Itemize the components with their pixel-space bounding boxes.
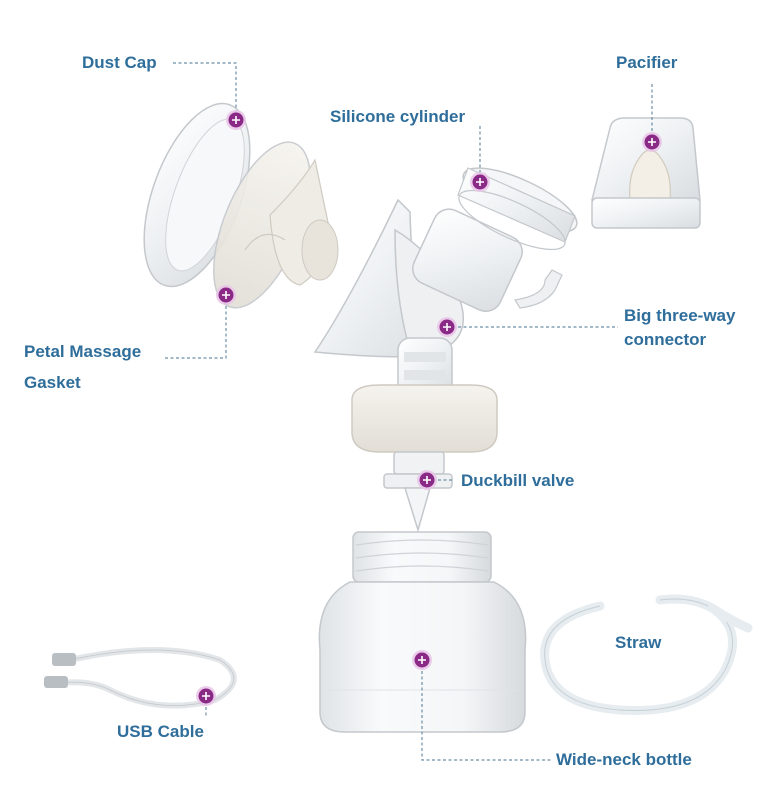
straw-part (540, 594, 753, 715)
leader-wide-neck-bottle (421, 660, 552, 761)
label-dust-cap: Dust Cap (82, 53, 157, 72)
leader-dust-cap (173, 62, 237, 120)
usb-cable-part (44, 647, 237, 709)
plus-circle-icon-dust-cap (226, 110, 246, 130)
wide-neck-bottle-part (318, 531, 527, 733)
plus-circle-icon-wide-neck-bottle (412, 650, 432, 670)
label-petal-massage: Petal Massage (24, 342, 142, 361)
petal-massage-gasket-part (212, 141, 339, 309)
label-wide-neck-bottle: Wide-neck bottle (556, 750, 692, 769)
label-usb-cable: USB Cable (117, 722, 204, 741)
label-three-way-line1: Big three-way (624, 306, 736, 325)
label-pacifier: Pacifier (616, 53, 678, 72)
plus-circle-icon-petal-massage (216, 285, 236, 305)
markers (196, 110, 662, 706)
plus-circle-icon-usb-cable (196, 686, 216, 706)
label-gasket: Gasket (24, 373, 81, 392)
plus-circle-icon-three-way (437, 317, 457, 337)
plus-circle-icon-duckbill-valve (417, 470, 437, 490)
plus-circle-icon-pacifier (642, 132, 662, 152)
pacifier-part (591, 117, 701, 229)
label-duckbill-valve: Duckbill valve (461, 471, 575, 490)
leader-petal-massage (165, 295, 227, 359)
label-three-way-line2: connector (624, 330, 707, 349)
label-silicone-cylinder: Silicone cylinder (330, 107, 466, 126)
label-straw: Straw (615, 633, 662, 652)
plus-circle-icon-silicone-cylinder (470, 172, 490, 192)
duckbill-valve-part (383, 451, 453, 533)
